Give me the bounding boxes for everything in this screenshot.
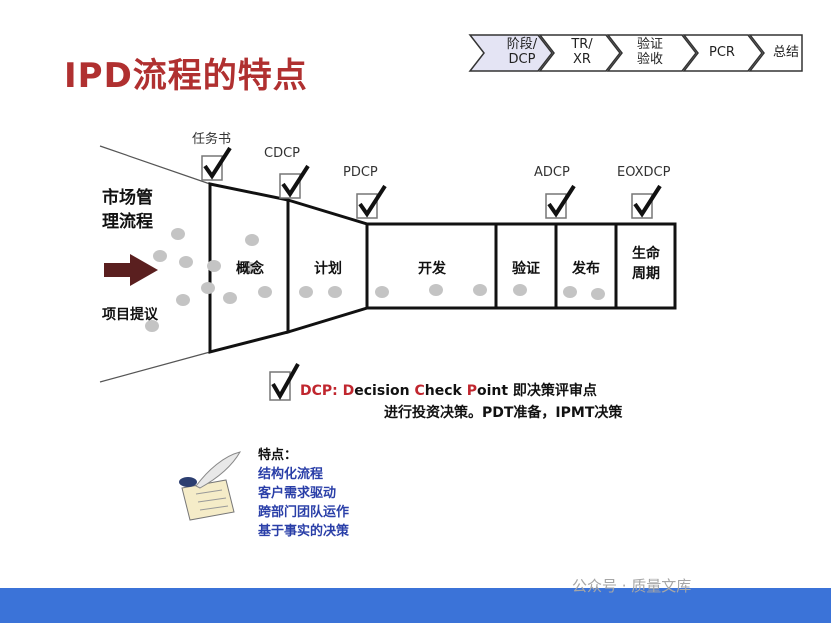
check-icon-eoxdcp bbox=[632, 186, 660, 218]
stage-label-release: 发布 bbox=[562, 258, 610, 278]
stage-label-develop: 开发 bbox=[406, 258, 458, 278]
checkpoint-label-cdcp: CDCP bbox=[264, 146, 300, 161]
check-icon-charter bbox=[202, 148, 230, 180]
checkpoint-label-charter: 任务书 bbox=[192, 128, 231, 147]
footer-divider bbox=[0, 586, 831, 588]
feature-item: 跨部门团队运作 bbox=[258, 503, 349, 522]
watermark: 公众号 · 质量文库 bbox=[572, 575, 691, 596]
funnel-guide-top bbox=[100, 146, 210, 184]
stage-label-concept: 概念 bbox=[226, 258, 274, 278]
project-proposal-label: 项目提议 bbox=[102, 304, 158, 324]
feature-item: 基于事实的决策 bbox=[258, 522, 349, 541]
dcp-legend-detail: 进行投资决策。PDT准备，IPMT决策 bbox=[384, 402, 622, 422]
checkpoint-label-adcp: ADCP bbox=[534, 165, 570, 180]
check-icon-pdcp bbox=[357, 186, 385, 218]
checkpoint-label-eoxdcp: EOXDCP bbox=[617, 165, 670, 180]
arrow-icon bbox=[104, 254, 158, 286]
check-icon-adcp bbox=[546, 186, 574, 218]
feature-item: 客户需求驱动 bbox=[258, 484, 349, 503]
dcp-legend: DCP: Decision Check Point 即决策评审点 bbox=[300, 380, 597, 400]
check-icon-legend bbox=[270, 364, 298, 400]
funnel-guide-bottom bbox=[100, 352, 210, 382]
features-heading: 特点： bbox=[258, 446, 349, 465]
quill-paper-icon bbox=[179, 452, 240, 520]
checkpoint-label-pdcp: PDCP bbox=[343, 165, 378, 180]
stage-label-lifecycle: 生命周期 bbox=[622, 244, 670, 284]
stage-label-plan: 计划 bbox=[304, 258, 352, 278]
check-icon-cdcp bbox=[280, 166, 308, 198]
footer-bar bbox=[0, 588, 831, 623]
feature-item: 结构化流程 bbox=[258, 465, 349, 484]
stage-label-verify: 验证 bbox=[502, 258, 550, 278]
features-list: 特点： 结构化流程 客户需求驱动 跨部门团队运作 基于事实的决策 bbox=[258, 446, 349, 541]
market-management-label: 市场管理流程 bbox=[102, 186, 153, 234]
